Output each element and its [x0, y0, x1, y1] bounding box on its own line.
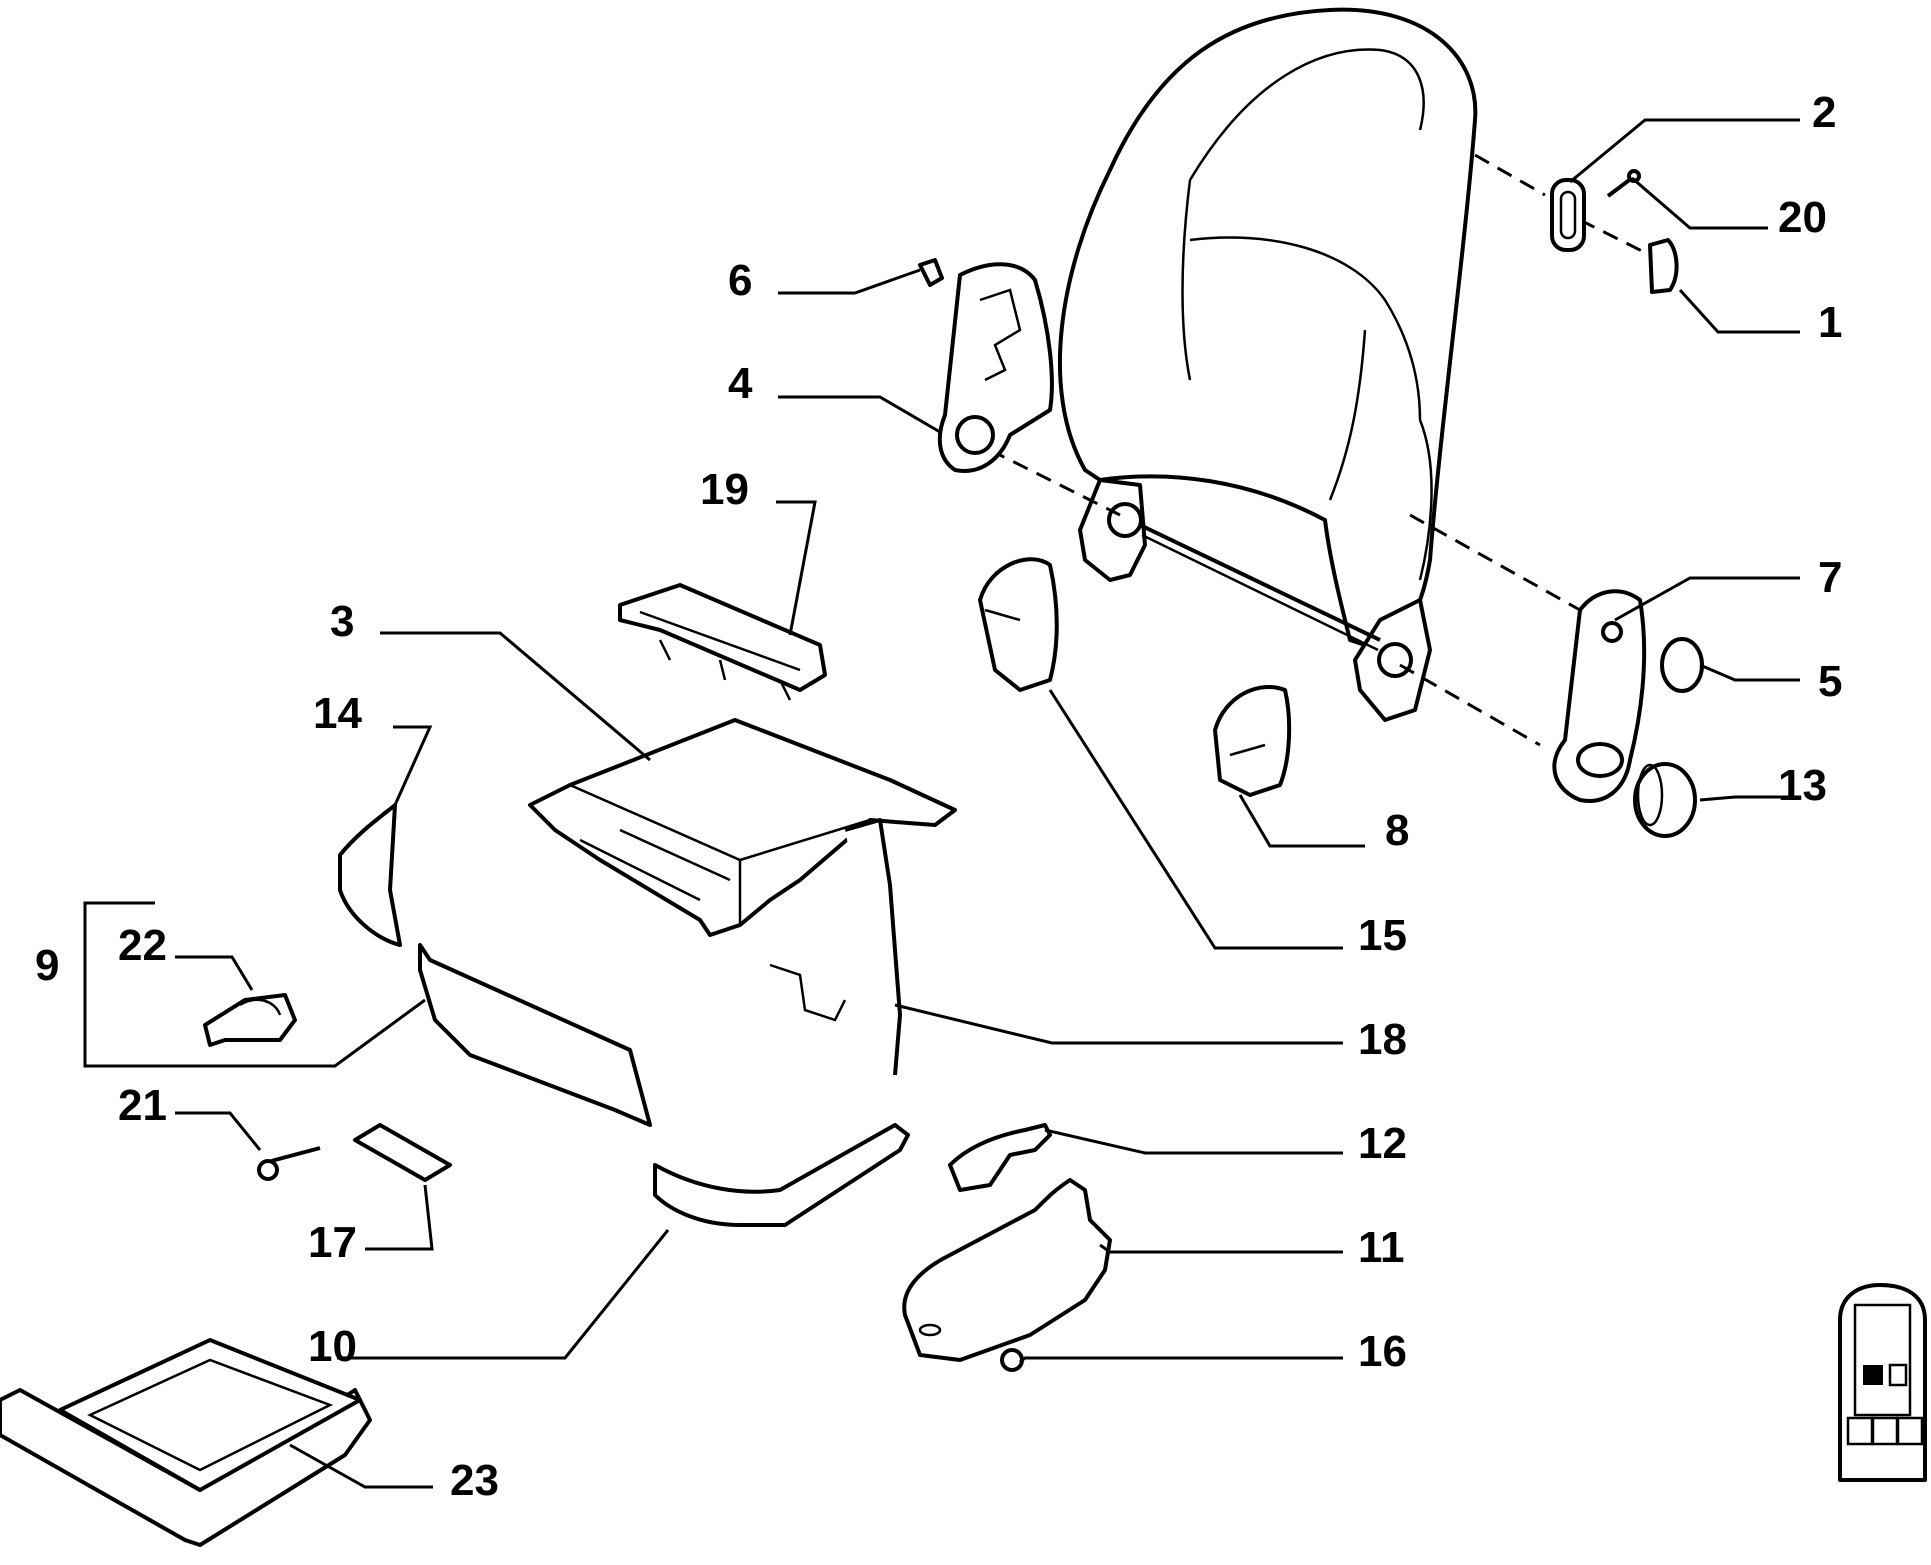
callout-5: 5 [1818, 657, 1842, 706]
screw [257, 1146, 321, 1181]
callout-11: 11 [1358, 1223, 1405, 1272]
side-trim [338, 803, 402, 947]
cover-panel [418, 943, 652, 1127]
callout-7: 7 [1818, 553, 1842, 602]
seat-back [1057, 7, 1478, 722]
recliner-cover-inner [937, 262, 1054, 473]
callout-8: 8 [1385, 806, 1409, 855]
callout-10: 10 [308, 1322, 357, 1371]
rivet [1000, 1348, 1024, 1372]
callout-4: 4 [728, 359, 753, 408]
wiring [769, 818, 902, 1076]
callout-6: 6 [728, 256, 752, 305]
callout-19: 19 [700, 465, 749, 514]
pad [353, 1123, 452, 1182]
callout-20: 20 [1778, 193, 1827, 242]
headrest-guide [1550, 178, 1586, 252]
callout-labels: 2 20 1 6 4 19 3 7 5 13 14 8 15 9 22 18 2… [35, 88, 1842, 1505]
callout-13: 13 [1778, 761, 1827, 810]
callout-2: 2 [1812, 88, 1836, 137]
spring-clip [203, 993, 297, 1047]
callout-23: 23 [450, 1456, 499, 1505]
seat-icon [1838, 1283, 1927, 1482]
callout-1: 1 [1818, 298, 1842, 347]
seat-cushion-pan [528, 718, 957, 937]
callout-12: 12 [1358, 1119, 1407, 1168]
callout-22: 22 [118, 921, 167, 970]
shield [1213, 684, 1292, 797]
callout-16: 16 [1358, 1327, 1407, 1376]
cap [1660, 637, 1704, 693]
seat-frame-bracket [618, 583, 827, 701]
callout-14: 14 [313, 689, 362, 738]
callout-21: 21 [118, 1081, 167, 1130]
callout-15: 15 [1358, 911, 1407, 960]
front-trim [653, 1123, 910, 1227]
callout-9: 9 [35, 941, 59, 990]
drawer [0, 1338, 372, 1547]
callout-3: 3 [330, 597, 354, 646]
recliner-cover-outer [1552, 589, 1647, 803]
side-shield [902, 1178, 1112, 1362]
pin [1606, 169, 1641, 198]
callout-17: 17 [308, 1218, 357, 1267]
lever-knob [1648, 238, 1679, 294]
clip [918, 258, 944, 287]
cover-bracket [978, 557, 1059, 692]
knob [1633, 762, 1697, 838]
callout-18: 18 [1358, 1015, 1407, 1064]
handle [948, 1123, 1052, 1192]
